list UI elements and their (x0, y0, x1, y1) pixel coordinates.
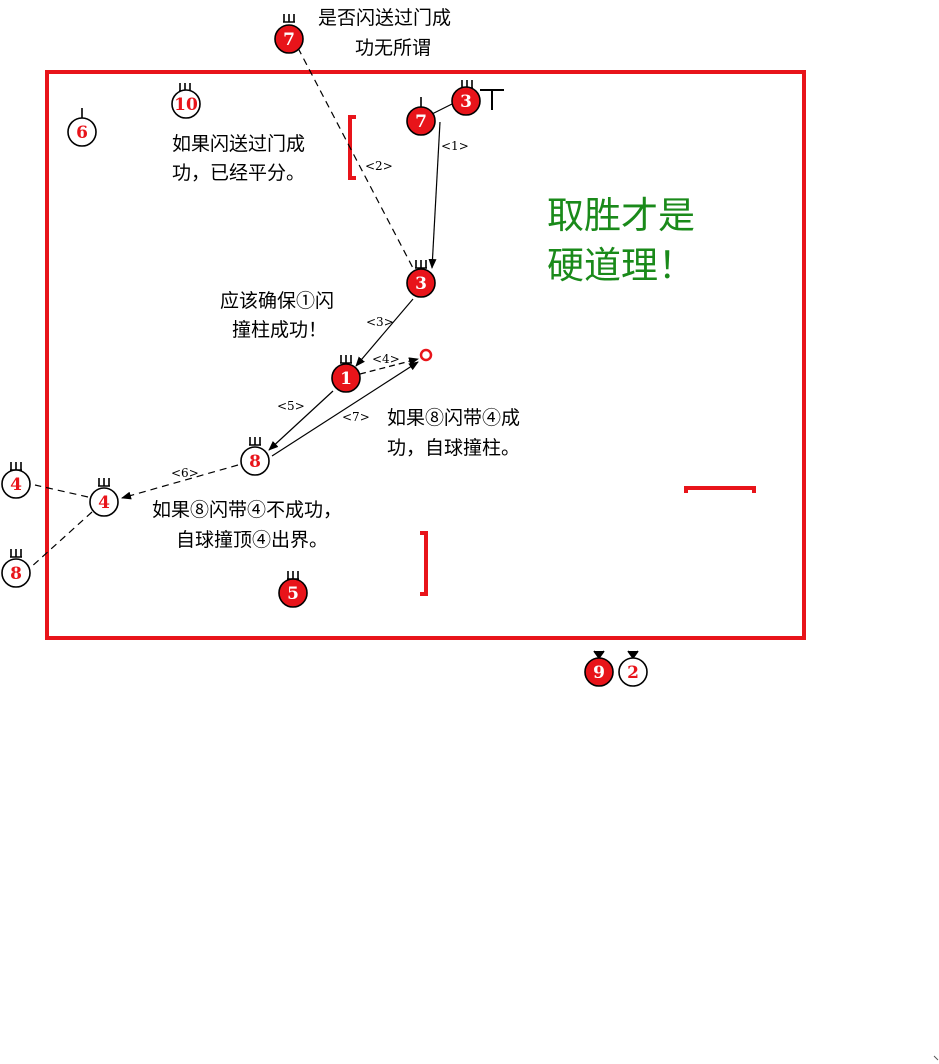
path-3-to-1-line (355, 298, 414, 367)
headline-line2: 硬道理！ (547, 244, 695, 287)
path-7-to-3-line (428, 121, 441, 269)
step-label-5: <5> (277, 399, 305, 413)
ball-circle (331, 363, 361, 393)
ball-circle (171, 89, 201, 119)
ball-3-mid: 3 (406, 268, 436, 298)
ball-circle (1, 469, 31, 499)
note-success-line1: 如果⑧闪带④成 (387, 407, 520, 429)
ball-5: 5 (278, 578, 308, 608)
comb-marker-icon (10, 549, 22, 558)
ball-circle (240, 446, 270, 476)
ball-number: 10 (174, 95, 198, 115)
comb-marker-icon (340, 355, 352, 364)
note-top-line2: 功无所谓 (355, 37, 431, 59)
ball-circle (1, 558, 31, 588)
ball-number: 9 (593, 663, 605, 683)
ball-10: 10 (171, 89, 201, 119)
corner-tick-mark (933, 1055, 939, 1061)
ball-3-top: 3 (451, 86, 481, 116)
ball-8-out: 8 (1, 558, 31, 588)
hoop-bottom-icon (420, 531, 428, 596)
ball-8-field: 8 (240, 446, 270, 476)
ball-1: 1 (331, 363, 361, 393)
ball-number: 4 (98, 493, 110, 513)
ball-circle (274, 24, 304, 54)
ball-6: 6 (67, 117, 97, 147)
ball-2: 2 (618, 657, 648, 687)
path-3-to-7-link (431, 103, 453, 115)
step-label-2: <2> (365, 159, 393, 173)
v-marker-icon (627, 650, 639, 660)
headline-line1: 取胜才是 (547, 194, 695, 237)
step-label-3: <3> (366, 315, 394, 329)
note-ensure-line2: 撞柱成功！ (232, 319, 327, 341)
note-hoop-line1: 如果闪送过门成 (172, 133, 305, 155)
path-4-to-out4-dashed (34, 484, 89, 498)
comb-marker-icon (10, 462, 22, 471)
path-4-to-out8-dashed (29, 511, 93, 569)
comb-marker-icon (98, 478, 110, 487)
step-label-6: <6> (171, 466, 199, 480)
ball-circle (584, 657, 614, 687)
step-label-4: <4> (372, 352, 400, 366)
v-marker-icon (593, 650, 605, 660)
ball-9: 9 (584, 657, 614, 687)
step-label-7: <7> (342, 410, 370, 424)
ball-number: 7 (283, 30, 295, 50)
balls-layer: 7 10 6 3 7 3 1 8 4 4 8 5 9 2 (1, 24, 648, 687)
ball-7-top: 7 (274, 24, 304, 54)
ball-circle (618, 657, 648, 687)
path-8-to-peg-line (271, 361, 419, 457)
ball-4-out: 4 (1, 469, 31, 499)
field-boundary (45, 70, 806, 640)
peg-icon (419, 348, 433, 362)
note-hoop-line2: 功，已经平分。 (172, 162, 305, 184)
ball-number: 8 (10, 564, 22, 584)
ball-circle (278, 578, 308, 608)
tee-mark-icon (480, 89, 504, 110)
note-ensure-line1: 应该确保①闪 (220, 290, 334, 312)
ball-7-field: 7 (406, 106, 436, 136)
ball-circle (406, 106, 436, 136)
note-success-line2: 功，自球撞柱。 (387, 437, 520, 459)
comb-marker-icon (461, 80, 473, 89)
ball-number: 5 (287, 584, 299, 604)
path-top7-dashed (297, 47, 415, 271)
ball-circle (451, 86, 481, 116)
note-fail-line2: 自球撞顶④出界。 (176, 529, 328, 551)
comb-marker-icon (287, 571, 299, 580)
ball-number: 8 (249, 452, 261, 472)
note-top-line1: 是否闪送过门成 (318, 7, 451, 29)
ball-number: 4 (10, 475, 22, 495)
hoop-right-icon (684, 486, 756, 493)
comb-marker-icon (283, 14, 295, 23)
ball-number: 3 (415, 274, 427, 294)
comb-marker-icon (249, 437, 261, 446)
ball-number: 7 (415, 112, 427, 132)
comb-marker-icon (179, 83, 191, 92)
ball-circle (406, 268, 436, 298)
path-8-to-4-dashed (121, 464, 239, 500)
path-1-to-8-line (268, 390, 334, 451)
ball-4-field: 4 (89, 487, 119, 517)
ball-circle (89, 487, 119, 517)
ball-circle (67, 117, 97, 147)
hoop-left-icon (348, 115, 356, 180)
ball-number: 6 (76, 123, 88, 143)
comb-marker-icon (415, 260, 427, 269)
note-fail-line1: 如果⑧闪带④不成功， (152, 499, 342, 521)
ball-number: 1 (340, 369, 352, 389)
ball-number: 3 (460, 92, 472, 112)
step-label-1: <1> (441, 139, 469, 153)
ball-number: 2 (627, 663, 639, 683)
